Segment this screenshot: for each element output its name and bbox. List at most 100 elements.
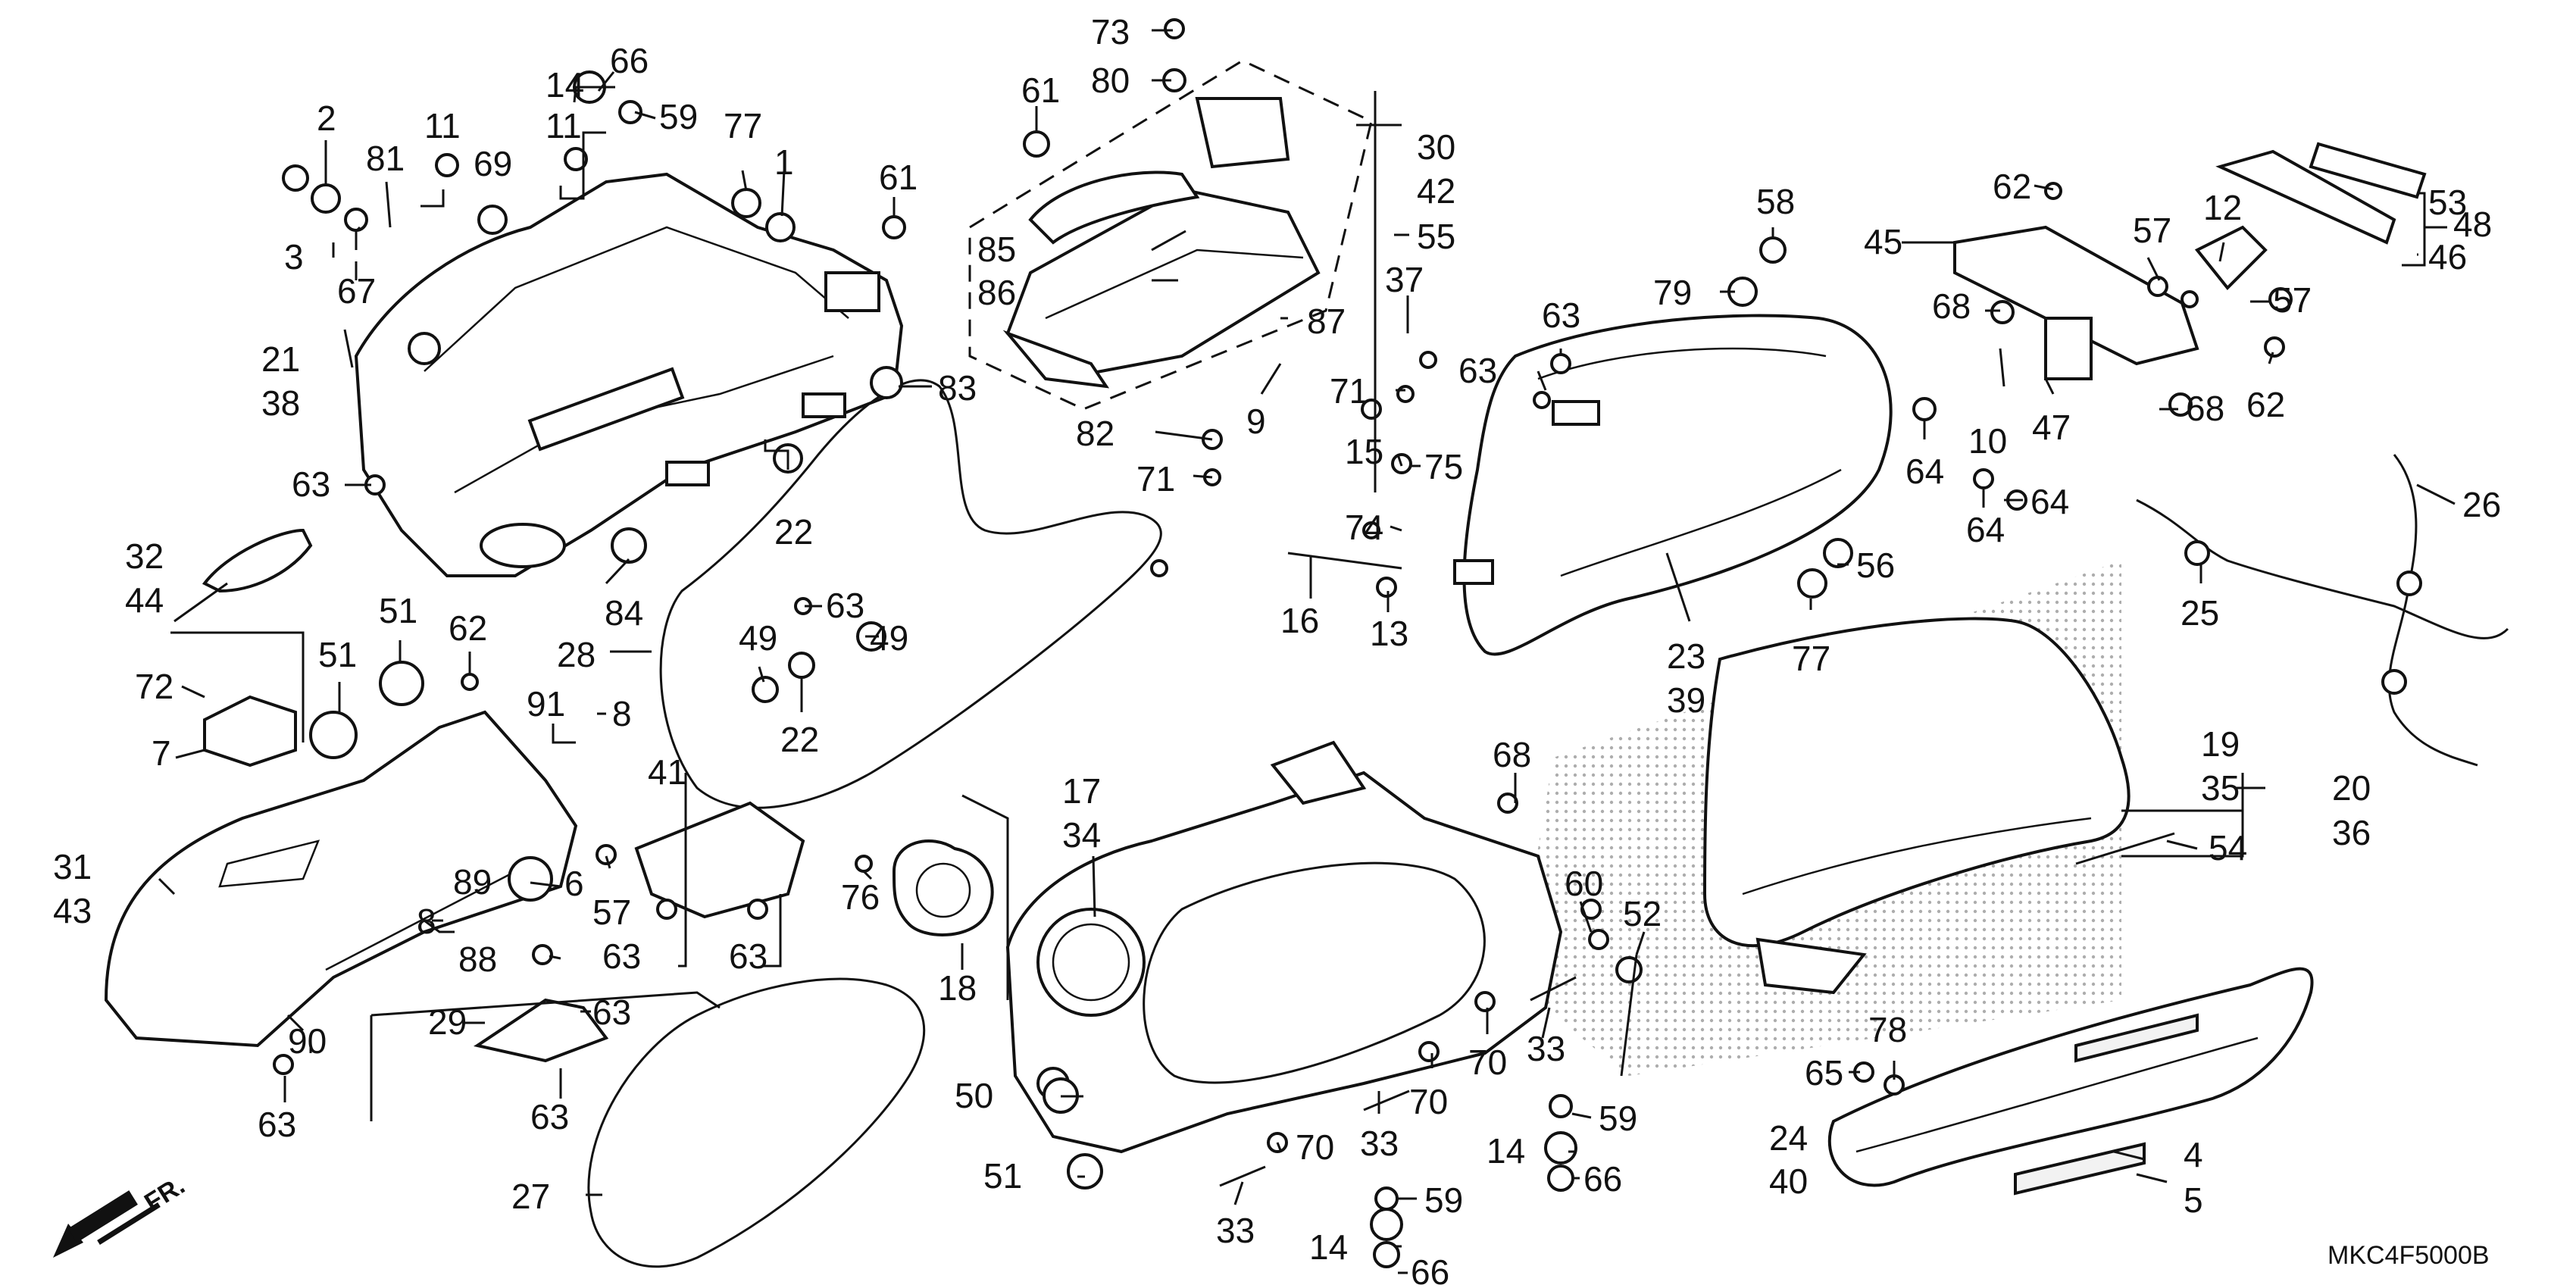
- callout-15: 15: [1345, 432, 1383, 471]
- callout-85: 85: [977, 230, 1016, 269]
- callout-8: 8: [417, 902, 436, 941]
- callout-51: 51: [983, 1156, 1022, 1196]
- callout-84: 84: [605, 593, 643, 633]
- callout-8: 8: [612, 694, 632, 733]
- callout-61: 61: [1021, 70, 1060, 110]
- callout-70: 70: [1296, 1127, 1334, 1167]
- callout-22: 22: [780, 720, 819, 759]
- callout-25: 25: [2181, 593, 2219, 633]
- callout-68: 68: [2186, 389, 2224, 428]
- strip-33b: [1363, 1089, 1410, 1111]
- strip-33a: [1530, 976, 1577, 1002]
- side-panel-part: [104, 710, 578, 1048]
- callout-33: 33: [1216, 1211, 1255, 1250]
- callout-63: 63: [729, 936, 767, 976]
- strut-16: [1287, 552, 1402, 570]
- callout-13: 13: [1370, 614, 1408, 653]
- callout-55: 55: [1417, 217, 1455, 256]
- callout-11: 11: [424, 106, 461, 145]
- strip-33c: [1219, 1165, 1266, 1187]
- callout-83: 83: [938, 368, 977, 408]
- hardware-bits: [273, 18, 2293, 1268]
- callout-43: 43: [53, 891, 92, 930]
- callout-57: 57: [2133, 211, 2171, 250]
- callout-10: 10: [1968, 421, 2007, 461]
- callout-7: 7: [152, 733, 171, 773]
- callout-14: 14: [546, 65, 584, 105]
- callout-60: 60: [1565, 864, 1603, 903]
- callout-21: 21: [261, 339, 300, 379]
- callout-labels: 73 80 61 61 14 66 59 2 11 11 69 77 1 81 …: [53, 12, 2501, 1288]
- callout-68: 68: [1493, 735, 1531, 774]
- plate-part: [634, 801, 805, 919]
- callout-51: 51: [318, 635, 357, 674]
- callout-41: 41: [648, 752, 686, 792]
- diagram-code: MKC4F5000B: [2327, 1241, 2490, 1270]
- callout-61: 61: [879, 158, 918, 197]
- callout-87: 87: [1307, 302, 1346, 341]
- small-bracket-part: [473, 998, 609, 1063]
- callout-49: 49: [870, 618, 908, 658]
- callout-16: 16: [1280, 601, 1319, 640]
- callout-33: 33: [1527, 1029, 1565, 1068]
- callout-18: 18: [938, 968, 977, 1008]
- callout-9: 9: [1246, 402, 1266, 441]
- callout-89: 89: [453, 862, 492, 902]
- callout-66: 66: [1583, 1159, 1622, 1199]
- callout-59: 59: [1424, 1180, 1463, 1220]
- callout-50: 50: [955, 1076, 993, 1115]
- callout-91: 91: [527, 684, 565, 724]
- callout-80: 80: [1091, 61, 1130, 100]
- callout-17: 17: [1062, 771, 1101, 811]
- callout-59: 59: [1599, 1099, 1637, 1138]
- callout-26: 26: [2462, 485, 2501, 524]
- callout-63: 63: [602, 936, 641, 976]
- callout-76: 76: [841, 877, 880, 917]
- callout-67: 67: [337, 271, 376, 311]
- callout-62: 62: [1993, 167, 2031, 206]
- callout-66: 66: [610, 41, 649, 80]
- strut-52: [1620, 954, 1638, 1077]
- callout-71: 71: [1136, 459, 1175, 499]
- callout-45: 45: [1864, 222, 1902, 261]
- callout-64: 64: [1966, 510, 2005, 549]
- callout-70: 70: [1409, 1082, 1448, 1121]
- gasket-part: [892, 839, 994, 936]
- callout-66: 66: [1411, 1252, 1449, 1288]
- callout-56: 56: [1856, 546, 1895, 585]
- callout-33: 33: [1360, 1124, 1399, 1163]
- callout-11: 11: [546, 106, 582, 145]
- callout-14: 14: [1309, 1227, 1348, 1267]
- callout-46: 46: [2428, 237, 2467, 277]
- callout-34: 34: [1062, 815, 1101, 855]
- strip-54: [2075, 832, 2175, 865]
- emblem-part: [2215, 142, 2427, 245]
- callout-90: 90: [288, 1021, 327, 1061]
- callout-14: 14: [1487, 1131, 1525, 1171]
- callout-35: 35: [2201, 768, 2240, 808]
- callout-72: 72: [135, 667, 174, 706]
- bracket-assembly-part: [968, 59, 1373, 411]
- callout-58: 58: [1756, 182, 1795, 221]
- callout-63: 63: [592, 993, 631, 1032]
- callout-86: 86: [977, 273, 1016, 312]
- side-cover-part: [1702, 617, 2131, 995]
- callout-68: 68: [1932, 286, 1971, 326]
- callout-69: 69: [474, 144, 512, 183]
- callout-71: 71: [1330, 371, 1368, 411]
- callout-24: 24: [1769, 1118, 1808, 1158]
- callout-23: 23: [1667, 636, 1705, 676]
- callout-44: 44: [125, 580, 164, 620]
- callout-37: 37: [1385, 260, 1424, 299]
- inner-box-part: [354, 172, 904, 577]
- lower-cover-part: [1827, 967, 2314, 1196]
- callout-20: 20: [2332, 768, 2371, 808]
- callout-3: 3: [284, 237, 304, 277]
- callout-30: 30: [1417, 127, 1455, 167]
- switch-part: [203, 695, 297, 767]
- callout-81: 81: [366, 139, 405, 178]
- front-direction-arrow: FR.: [53, 1171, 190, 1258]
- callout-57: 57: [2273, 280, 2312, 320]
- callout-28: 28: [557, 635, 596, 674]
